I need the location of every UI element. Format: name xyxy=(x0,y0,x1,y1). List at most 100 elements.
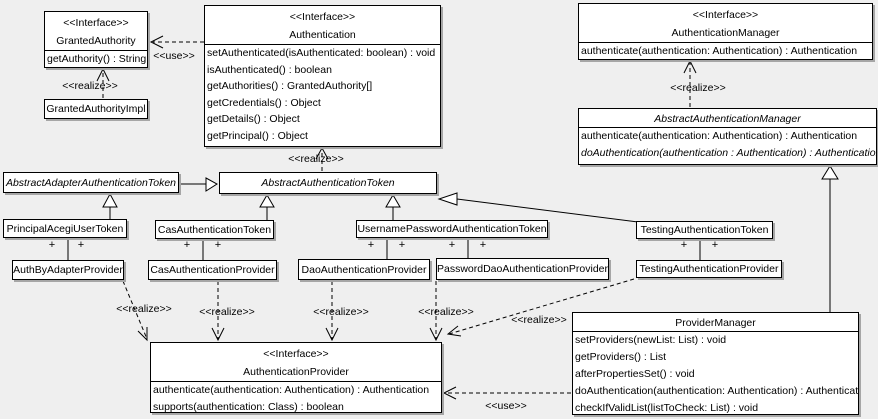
realize-label: <<realize>> xyxy=(313,306,369,318)
use-label: <<use>> xyxy=(153,50,195,62)
class-abstract-authentication-token[interactable]: AbstractAuthenticationToken xyxy=(219,172,437,194)
method-label: isAuthenticated() : boolean xyxy=(207,63,332,76)
class-cas-authentication-token[interactable]: CasAuthenticationToken xyxy=(155,220,274,239)
stereotype-label: <<Interface>> xyxy=(289,11,356,23)
class-password-dao-authentication-provider[interactable]: PasswordDaoAuthenticationProvider xyxy=(436,258,609,280)
method-label: afterPropertiesSet() : void xyxy=(575,368,695,380)
edge-extends-castoken xyxy=(259,194,275,220)
class-name: PrincipalAcegiUserToken xyxy=(6,222,124,235)
edge-extends-adaptertoken xyxy=(179,177,218,192)
stereotype-label: <<Interface>> xyxy=(263,348,329,360)
class-granted-authority-impl[interactable]: GrantedAuthorityImpl xyxy=(44,99,148,119)
assoc-plus: + xyxy=(367,239,375,251)
method-label: setProviders(newList: List) : void xyxy=(575,334,727,346)
class-name: ProviderManager xyxy=(675,317,756,329)
realize-label: <<realize>> xyxy=(418,306,474,318)
class-name: PasswordDaoAuthenticationProvider xyxy=(437,263,609,275)
method-label: doAuthentication(authentication : Authen… xyxy=(581,147,876,159)
realize-label: <<realize>> xyxy=(199,306,255,318)
method-label: getProviders() : List xyxy=(575,351,667,363)
class-name: CasAuthenticationProvider xyxy=(150,264,275,276)
method-label: getCredentials() : Object xyxy=(207,96,321,109)
realize-label: <<realize>> xyxy=(288,153,344,165)
class-name: GrantedAuthorityImpl xyxy=(46,103,146,115)
stereotype-label: <<Interface>> xyxy=(692,9,759,21)
class-name: DaoAuthenticationProvider xyxy=(301,263,427,276)
method-label: doAuthentication(authentication: Authent… xyxy=(575,385,858,397)
edge-realize-authbyadapterprovider xyxy=(122,280,148,342)
assoc-plus: + xyxy=(398,239,406,251)
edge-use-authentication-grantedauthority xyxy=(149,35,204,49)
class-header: ProviderManager xyxy=(573,313,858,332)
stereotype-label: <<Interface>> xyxy=(63,17,129,29)
class-name: AbstractAuthenticationManager xyxy=(654,113,801,125)
edge-realize-daoprovider xyxy=(325,281,339,342)
class-name: AbstractAuthenticationToken xyxy=(261,177,395,189)
realize-label: <<realize>> xyxy=(511,314,567,326)
use-label: <<use>> xyxy=(485,400,527,412)
edge-realize-testingprovider xyxy=(446,278,635,337)
class-name: AuthenticationProvider xyxy=(243,366,349,378)
edge-realize-abstracttoken-authentication xyxy=(315,146,329,171)
assoc-plus: + xyxy=(77,239,85,251)
realize-label: <<realize>> xyxy=(670,82,726,94)
assoc-plus: + xyxy=(711,239,719,251)
class-name: GrantedAuthority xyxy=(56,35,136,47)
edge-extends-usernamepasswordtoken xyxy=(385,194,401,220)
class-name: AuthenticationManager xyxy=(671,27,780,39)
class-name: AbstractAdapterAuthenticationToken xyxy=(5,176,177,189)
edge-extends-providermanager xyxy=(821,165,839,312)
class-testing-authentication-token[interactable]: TestingAuthenticationToken xyxy=(636,221,773,239)
method-label: getPrincipal() : Object xyxy=(207,129,308,142)
class-authentication[interactable]: <<Interface>> Authentication setAuthenti… xyxy=(204,5,441,147)
assoc-plus: + xyxy=(183,239,191,251)
class-principal-acegi-user-token[interactable]: PrincipalAcegiUserToken xyxy=(3,219,127,238)
class-name: Authentication xyxy=(289,29,356,41)
class-authentication-manager[interactable]: <<Interface>> AuthenticationManager auth… xyxy=(578,3,873,60)
method-label: getAuthority() : String xyxy=(47,53,147,65)
method-label: getDetails() : Object xyxy=(207,113,300,126)
class-username-password-authentication-token[interactable]: UsernamePasswordAuthenticationToken xyxy=(356,220,548,238)
realize-label: <<realize>> xyxy=(62,80,118,92)
class-name: AuthByAdapterProvider xyxy=(13,264,123,276)
method-label: setAuthenticated(isAuthenticated: boolea… xyxy=(207,47,436,59)
class-authentication-provider[interactable]: <<Interface>> AuthenticationProvider aut… xyxy=(150,342,442,413)
edge-use-providermanager-authenticationprovider xyxy=(442,386,571,400)
method-label: authenticate(authentication: Authenticat… xyxy=(581,45,858,57)
assoc-plus: + xyxy=(448,239,456,251)
class-abstract-authentication-manager[interactable]: AbstractAuthenticationManager authentica… xyxy=(578,108,877,165)
edge-extends-principaltoken xyxy=(102,192,118,219)
class-cas-authentication-provider[interactable]: CasAuthenticationProvider xyxy=(148,260,277,280)
assoc-plus: + xyxy=(479,239,487,251)
class-name: TestingAuthenticationProvider xyxy=(639,263,779,275)
class-provider-manager[interactable]: ProviderManager setProviders(newList: Li… xyxy=(572,312,859,415)
edge-realize-passworddaoprovider xyxy=(429,281,443,342)
assoc-plus: + xyxy=(680,239,688,251)
edge-realize-grantedauthorityimpl xyxy=(96,67,110,98)
class-name: CasAuthenticationToken xyxy=(157,223,272,236)
method-label: authenticate(authentication: Authenticat… xyxy=(581,130,858,142)
method-label: checkIfValidList(listToCheck: List) : vo… xyxy=(575,402,759,414)
assoc-plus: + xyxy=(48,239,56,251)
edge-extends-testingtoken xyxy=(437,192,639,223)
realize-label: <<realize>> xyxy=(116,303,172,315)
class-header: <<Interface>> AuthenticationProvider xyxy=(151,343,441,382)
method-label: supports(authentication: Class) : boolea… xyxy=(153,400,344,413)
method-label: authenticate(authentication: Authenticat… xyxy=(153,384,430,396)
assoc-plus: + xyxy=(214,239,222,251)
class-granted-authority[interactable]: <<Interface>> GrantedAuthority getAuthor… xyxy=(44,11,148,68)
class-dao-authentication-provider[interactable]: DaoAuthenticationProvider xyxy=(298,259,430,280)
class-header: <<Interface>> AuthenticationManager xyxy=(579,4,872,43)
class-abstract-adapter-authentication-token[interactable]: AbstractAdapterAuthenticationToken xyxy=(3,172,179,193)
class-name: TestingAuthenticationToken xyxy=(640,224,769,236)
class-header: <<Interface>> Authentication xyxy=(205,6,440,45)
class-testing-authentication-provider[interactable]: TestingAuthenticationProvider xyxy=(636,260,782,278)
class-name: UsernamePasswordAuthenticationToken xyxy=(357,223,547,235)
method-label: getAuthorities() : GrantedAuthority[] xyxy=(207,80,373,93)
class-auth-by-adapter-provider[interactable]: AuthByAdapterProvider xyxy=(12,260,124,280)
edge-realize-abstractmanager-manager xyxy=(683,59,697,107)
edge-realize-casprovider xyxy=(211,281,225,342)
class-header: <<Interface>> GrantedAuthority xyxy=(45,12,147,51)
